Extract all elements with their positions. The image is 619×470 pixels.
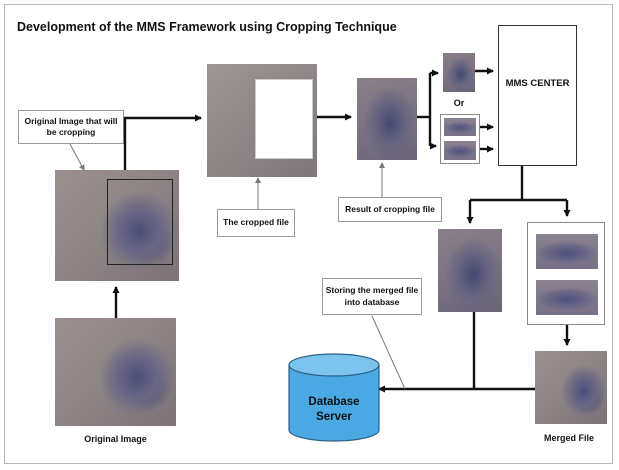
merged-file-photo: [535, 351, 607, 424]
callout-pointer: [69, 143, 85, 171]
arrow-right-icon: [123, 114, 202, 170]
cropped-area-blank: [255, 79, 313, 159]
callout-storing-merged-file: Storing the merged file into database: [322, 278, 422, 315]
cropping-result-photo: [357, 78, 417, 160]
callout-cropped-file: The cropped file: [217, 209, 295, 237]
diagram-frame: [4, 4, 613, 464]
single-piece-photo: [443, 53, 475, 92]
database-server-label: Database Server: [308, 396, 360, 423]
original-image-photo: [55, 318, 176, 426]
callout-result-of-cropping: Result of cropping file: [338, 197, 442, 222]
merged-pieces-box: [527, 222, 605, 325]
or-label: Or: [453, 98, 465, 108]
source-image-with-crop-region: [55, 170, 179, 281]
merged-file-label: Merged File: [543, 433, 594, 443]
split-pieces-box: [440, 114, 480, 164]
received-image-photo: [438, 229, 502, 312]
crop-region-rectangle: [107, 179, 173, 265]
mms-center-box: [498, 25, 577, 166]
cropped-file-frame: [207, 64, 317, 177]
callout-original-to-crop: Original Image that will be cropping: [18, 110, 124, 144]
mms-center-label: MMS CENTER: [505, 78, 570, 89]
merged-piece-bottom: [536, 280, 598, 315]
diagram-title: Development of the MMS Framework using C…: [17, 20, 397, 34]
database-cylinder-icon: [288, 353, 380, 442]
original-image-label: Original Image: [84, 434, 147, 444]
split-piece-bottom: [444, 141, 476, 160]
callout-pointer: [371, 315, 406, 390]
split-piece-top: [444, 118, 476, 136]
merged-piece-top: [536, 234, 598, 269]
